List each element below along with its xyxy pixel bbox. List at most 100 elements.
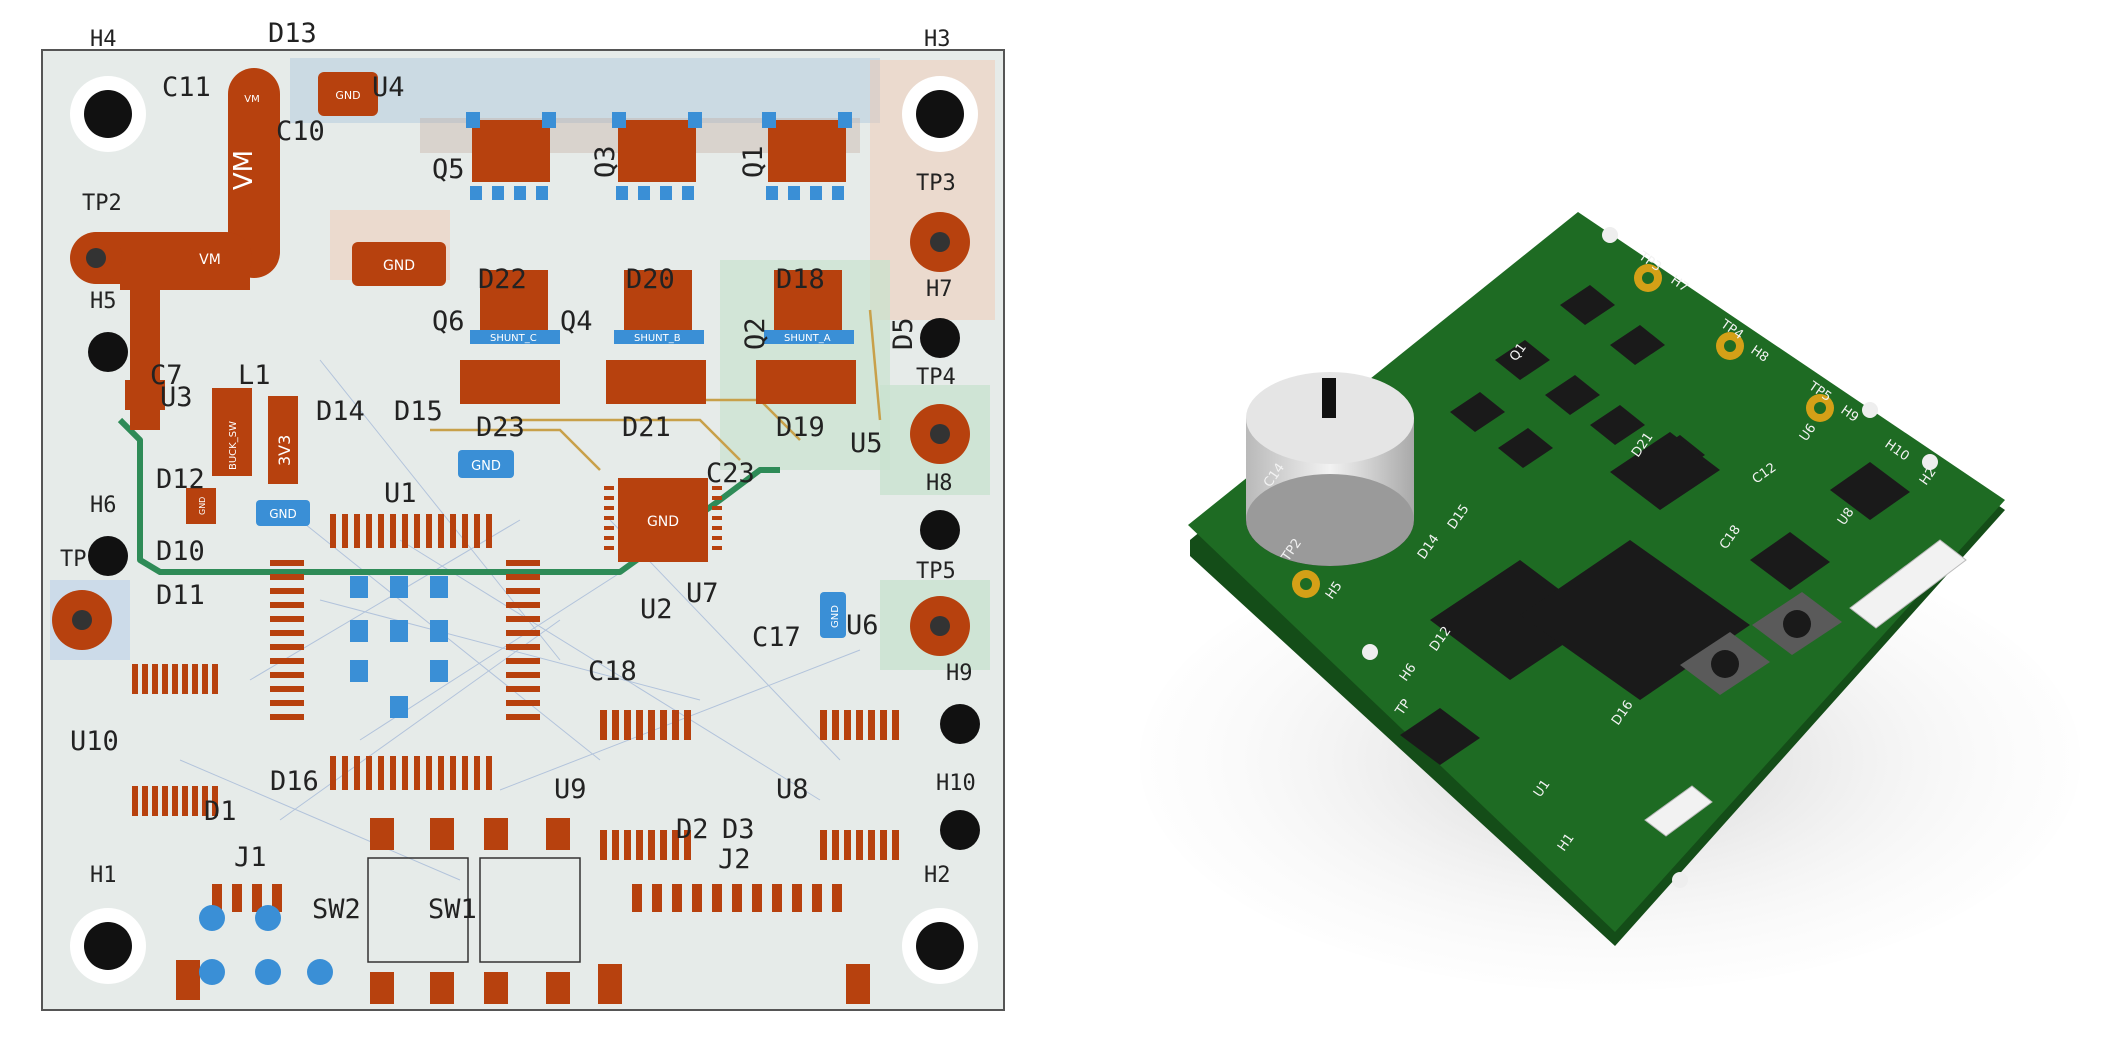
ref-q3: Q3 <box>590 145 621 178</box>
ref-d5: D5 <box>888 317 919 350</box>
ref-q2: Q2 <box>740 317 771 350</box>
pad-label-gnd-right: GND <box>471 459 501 474</box>
pad-label-gnd-mid: GND <box>383 258 415 274</box>
ref-d11: D11 <box>156 580 205 611</box>
hole-labels: H4 H3 H5 H7 H6 H8 H9 H10 H1 H2 <box>90 27 976 888</box>
ref-c18: C18 <box>588 656 637 687</box>
main-ic-pad <box>618 478 708 562</box>
sw1-outline <box>479 857 581 963</box>
ref-d18: D18 <box>776 264 825 295</box>
ref-u6: U6 <box>846 610 879 641</box>
render-holes <box>1252 227 1938 888</box>
j1-pads <box>199 905 333 985</box>
ref-d22: D22 <box>478 264 527 295</box>
ref-d20: D20 <box>626 264 675 295</box>
ref-q1: Q1 <box>738 145 769 178</box>
pcb-3d-render-view: TP3 H7 TP4 H8 TP5 H9 H10 H2 TP2 H5 C14 T… <box>1070 0 2124 1050</box>
ref-u10: U10 <box>70 726 119 757</box>
ref-d3: D3 <box>722 814 755 845</box>
ref-d19: D19 <box>776 412 825 443</box>
ref-d16: D16 <box>270 766 319 797</box>
label-h5: H5 <box>90 289 117 314</box>
mcu-u1 <box>270 514 540 790</box>
gnd-top-pad <box>318 72 378 116</box>
ref-j2: J2 <box>718 844 751 875</box>
mosfet-row-mid <box>470 270 854 344</box>
ref-sw1: SW1 <box>428 894 477 925</box>
v3-pad <box>268 396 298 484</box>
ic-pins <box>132 664 899 1004</box>
ref-c17: C17 <box>752 622 801 653</box>
mosfet-row-top <box>466 112 852 200</box>
pad-label-gnd-top: GND <box>335 89 360 102</box>
ref-d15: D15 <box>394 396 443 427</box>
ref-sw2: SW2 <box>312 894 361 925</box>
label-h9: H9 <box>946 661 973 686</box>
label-h7: H7 <box>926 277 953 302</box>
render-connectors <box>1644 539 1967 837</box>
ref-c11: C11 <box>162 72 211 103</box>
ref-d1: D1 <box>204 796 237 827</box>
board-outline <box>41 49 1005 1011</box>
trace-green <box>117 417 780 575</box>
tp-labels: TP2 TP3 TP4 TP5 TP <box>60 171 956 584</box>
label-tp5: TP5 <box>916 559 956 584</box>
label-tp3: TP3 <box>916 171 956 196</box>
ref-j1: J1 <box>234 842 267 873</box>
label-h10: H10 <box>936 771 976 796</box>
test-points <box>52 212 970 656</box>
pad-label-gnd-u6: GND <box>830 605 841 628</box>
pad-label-gnd-ic: GND <box>647 514 679 530</box>
render-switches <box>1680 592 1842 695</box>
ref-c7: C7 <box>150 360 183 391</box>
ref-d2: D2 <box>676 814 709 845</box>
ref-q5: Q5 <box>432 154 465 185</box>
pad-label-vm-big: VM <box>229 150 259 190</box>
ratsnest <box>179 359 861 881</box>
ref-u8: U8 <box>776 774 809 805</box>
ref-u2: U2 <box>640 594 673 625</box>
ref-labels: D13 C11 C10 U4 Q5 Q3 Q1 D22 D20 D18 Q6 Q… <box>70 18 919 925</box>
label-tp2: TP2 <box>82 191 122 216</box>
ref-d23: D23 <box>476 412 525 443</box>
label-h4: H4 <box>90 27 117 52</box>
ref-c23: C23 <box>706 458 755 489</box>
ref-u1: U1 <box>384 478 417 509</box>
gnd-ic-pad-top <box>458 450 514 478</box>
ref-u3: U3 <box>160 382 193 413</box>
render-capacitor <box>1246 372 1414 566</box>
mosfet-row-low <box>460 360 856 404</box>
pad-label-vm-top: VM <box>244 94 259 105</box>
ref-d13: D13 <box>268 18 317 49</box>
gnd-u6-pad <box>820 592 846 638</box>
pad-label-gnd-u1: GND <box>269 507 297 521</box>
ref-u4: U4 <box>372 72 405 103</box>
shunt-c-label: SHUNT_C <box>490 333 537 344</box>
ref-l1: L1 <box>238 360 271 391</box>
ref-d21: D21 <box>622 412 671 443</box>
gnd-buck-pad <box>186 488 216 524</box>
label-tp4: TP4 <box>916 365 956 390</box>
pcb-layout-view: VM VM VM GND GND SHUNT_C SHUNT_B SHUNT_A… <box>0 0 1010 1050</box>
pad-label-gnd-buck: GND <box>198 497 207 515</box>
pad-label-3v3: 3V3 <box>275 435 294 466</box>
shunt-a-label: SHUNT_A <box>784 333 831 344</box>
gnd-u1-pad <box>256 500 310 526</box>
pad-label-vm-tp2: VM <box>199 252 221 268</box>
label-h2: H2 <box>924 863 951 888</box>
ref-d10: D10 <box>156 536 205 567</box>
ref-u5: U5 <box>850 428 883 459</box>
ref-u9: U9 <box>554 774 587 805</box>
label-h8: H8 <box>926 471 953 496</box>
pad-label-buck: BUCK_SW <box>228 421 239 470</box>
buck-sw-pad <box>212 388 252 476</box>
ref-u7: U7 <box>686 578 719 609</box>
ref-c10: C10 <box>276 116 325 147</box>
ref-d14: D14 <box>316 396 365 427</box>
ref-q6: Q6 <box>432 306 465 337</box>
shunt-b-label: SHUNT_B <box>634 333 681 344</box>
label-h1: H1 <box>90 863 117 888</box>
ref-q4: Q4 <box>560 306 593 337</box>
mounting-holes <box>70 76 980 984</box>
